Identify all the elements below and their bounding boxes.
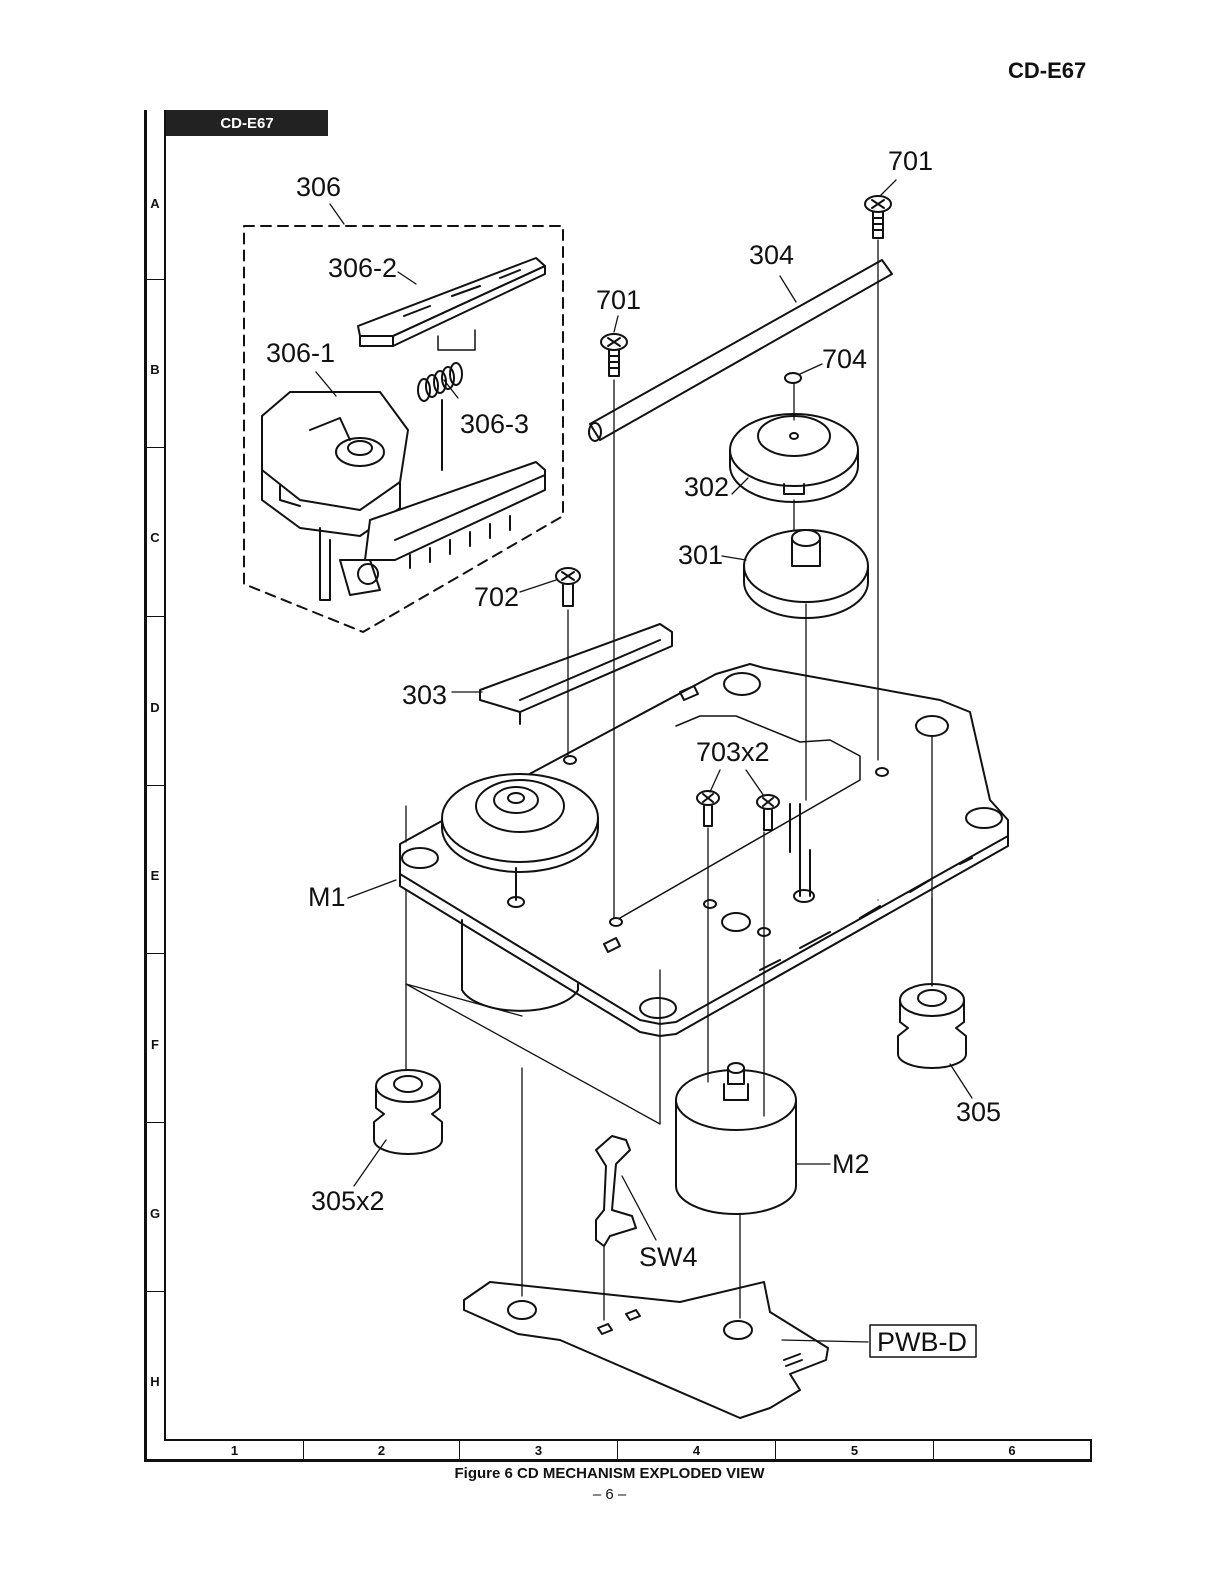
- screw-701-upper: [865, 196, 891, 238]
- screw-702: [556, 568, 580, 606]
- label-306-2: 306-2: [328, 253, 397, 283]
- label-305x2: 305x2: [311, 1186, 385, 1216]
- label-303: 303: [402, 680, 447, 710]
- label-704: 704: [822, 344, 867, 374]
- damper-305-right: [898, 984, 966, 1068]
- label-m1: M1: [308, 882, 346, 912]
- label-pwb-d: PWB-D: [877, 1327, 967, 1357]
- rack-spring-bracket: [438, 330, 475, 350]
- label-701-lower: 701: [596, 285, 641, 315]
- damper-305x2-left: [374, 1070, 442, 1154]
- gear-302: [730, 414, 858, 502]
- label-301: 301: [678, 540, 723, 570]
- label-306: 306: [296, 172, 341, 202]
- label-703x2: 703x2: [696, 737, 770, 767]
- page-number: – 6 –: [0, 1486, 1219, 1503]
- label-702: 702: [474, 582, 519, 612]
- label-sw4: SW4: [639, 1242, 698, 1272]
- pwb-d-board: [464, 1282, 828, 1418]
- label-305: 305: [956, 1097, 1001, 1127]
- label-304: 304: [749, 240, 794, 270]
- label-m2: M2: [832, 1149, 870, 1179]
- washer-704: [785, 373, 801, 383]
- rack-holder-303: [480, 624, 672, 724]
- motor-m2: [676, 1063, 796, 1214]
- screw-701-lower: [601, 334, 627, 376]
- figure-caption: Figure 6 CD MECHANISM EXPLODED VIEW: [0, 1465, 1219, 1482]
- label-302: 302: [684, 472, 729, 502]
- label-306-1: 306-1: [266, 338, 335, 368]
- label-701-upper: 701: [888, 146, 933, 176]
- label-306-3: 306-3: [460, 409, 529, 439]
